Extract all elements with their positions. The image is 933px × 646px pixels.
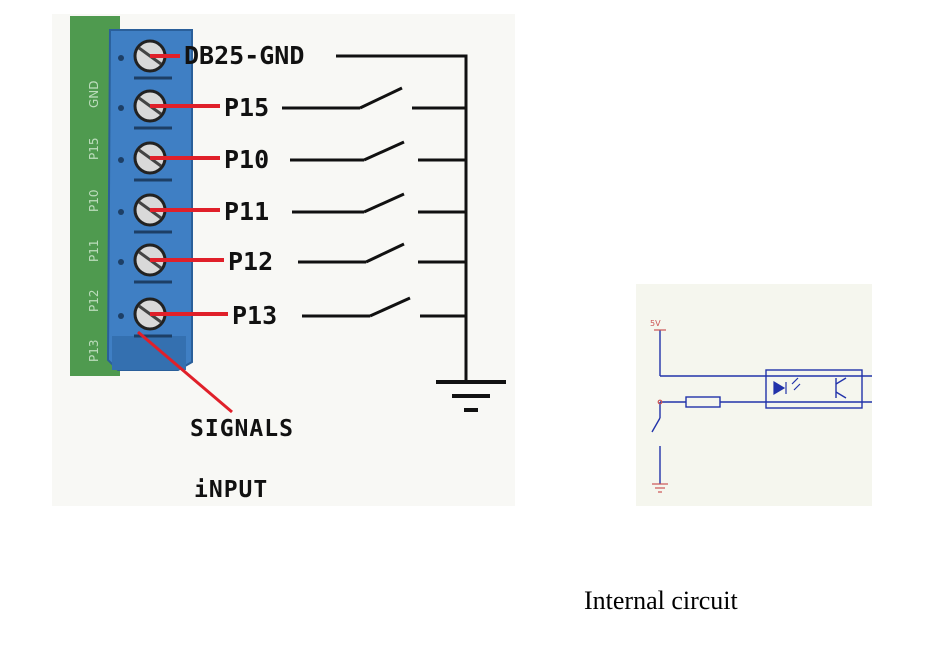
switch-p11 bbox=[363, 192, 405, 214]
switch-p12 bbox=[365, 242, 405, 264]
pin-label-p10: P10 bbox=[224, 145, 269, 174]
terminal-block bbox=[106, 29, 193, 371]
terminal-dot bbox=[118, 313, 124, 319]
terminal-dot bbox=[118, 157, 124, 163]
input-switch bbox=[651, 417, 661, 433]
led-symbol bbox=[773, 377, 801, 396]
phototransistor-symbol bbox=[835, 377, 847, 399]
pcb-silkscreen: GND P15 P10 P11 P12 P13 bbox=[87, 80, 101, 362]
gnd-bus-line bbox=[336, 54, 468, 380]
silkscreen-label: P13 bbox=[87, 339, 101, 362]
terminal-dot bbox=[118, 209, 124, 215]
silkscreen-label: P12 bbox=[87, 289, 101, 312]
internal-circuit-schematic: 5V bbox=[636, 284, 872, 506]
switch-wiring bbox=[282, 54, 468, 380]
silkscreen-label: GND bbox=[87, 80, 101, 108]
silkscreen-label: P15 bbox=[87, 137, 101, 160]
pin-leader-lines bbox=[150, 54, 228, 316]
supply-label: 5V bbox=[650, 319, 661, 328]
terminal-dot bbox=[118, 105, 124, 111]
silkscreen-label: P11 bbox=[87, 239, 101, 262]
pin-label-p12: P12 bbox=[228, 247, 273, 276]
terminal-dot bbox=[118, 259, 124, 265]
ground-symbol bbox=[436, 380, 506, 412]
pin-label-p13: P13 bbox=[232, 301, 277, 330]
switch-p10 bbox=[363, 140, 405, 162]
terminal-dot bbox=[118, 55, 124, 61]
signals-label: SIGNALS bbox=[190, 416, 294, 442]
input-label: iNPUT bbox=[194, 477, 268, 503]
silkscreen-label: P10 bbox=[87, 189, 101, 212]
pin-label-p15: P15 bbox=[224, 93, 269, 122]
switch-p15 bbox=[359, 86, 403, 110]
pin-label-p11: P11 bbox=[224, 197, 269, 226]
pin-label-db25-gnd: DB25-GND bbox=[184, 41, 304, 70]
optocoupler bbox=[765, 369, 863, 409]
internal-circuit-caption: Internal circuit bbox=[584, 586, 738, 615]
switch-p13 bbox=[369, 296, 411, 318]
signals-leader-line bbox=[137, 330, 233, 414]
